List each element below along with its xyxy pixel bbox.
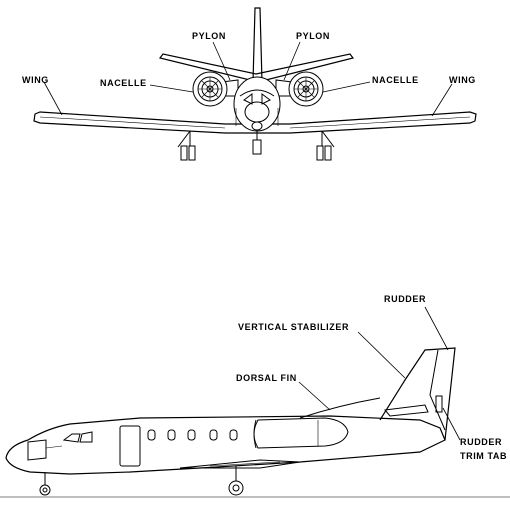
front-wing: [33, 111, 477, 134]
side-windows: [62, 429, 238, 443]
front-view: PYLON PYLON WING WING NACELLE NACELLE: [22, 7, 477, 161]
front-vertical-fin: [252, 7, 263, 83]
label-wing-right: WING: [449, 75, 476, 85]
label-wing-left: WING: [22, 75, 49, 85]
side-horizontal-stabilizer: [384, 404, 429, 417]
side-rudder: [429, 349, 446, 431]
side-engine-nacelle: [253, 417, 349, 449]
side-wing: [179, 459, 301, 469]
label-rudder-trim-tab-line2: TRIM TAB: [460, 451, 507, 461]
front-main-gear-left: [177, 130, 196, 161]
side-nose-gear: [39, 472, 51, 496]
label-nacelle-left: NACELLE: [100, 78, 147, 88]
side-rudder-trim-tab: [435, 395, 443, 413]
label-pylon-right: PYLON: [296, 31, 330, 41]
label-nacelle-right: NACELLE: [372, 75, 419, 85]
front-main-gear-right: [316, 130, 335, 161]
side-view: RUDDER VERTICAL STABILIZER DORSAL FIN RU…: [0, 294, 510, 498]
front-nose-gear: [252, 131, 262, 155]
side-dorsal-fin: [299, 397, 381, 419]
front-nacelle-right: [288, 71, 324, 107]
label-vertical-stabilizer: VERTICAL STABILIZER: [238, 322, 349, 332]
label-pylon-left: PYLON: [192, 31, 226, 41]
label-rudder-trim-tab-line1: RUDDER: [460, 437, 502, 447]
side-vertical-stabilizer: [379, 347, 456, 441]
side-main-gear: [228, 466, 244, 496]
front-nacelle-left: [192, 71, 228, 107]
front-fuselage: [233, 76, 281, 132]
label-dorsal-fin: DORSAL FIN: [236, 373, 297, 383]
label-rudder: RUDDER: [384, 294, 426, 304]
side-cabin-door: [119, 425, 141, 467]
side-fuselage: [5, 415, 446, 475]
